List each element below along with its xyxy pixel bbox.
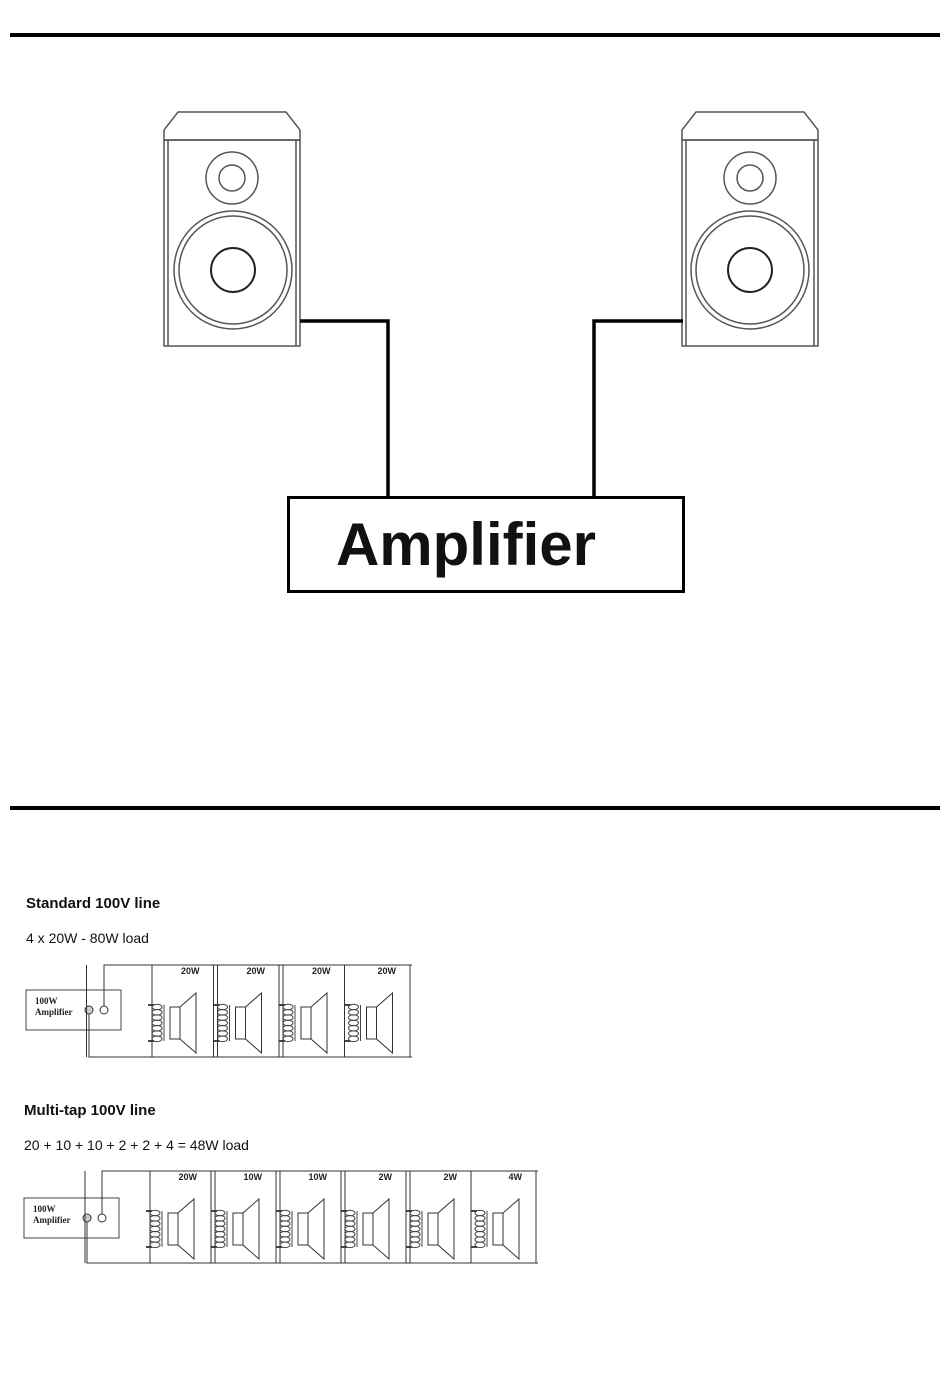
- multitap-tap-label: 10W: [243, 1172, 262, 1182]
- standard-amp-label-1: 100W: [35, 996, 58, 1006]
- multitap-tap-label: 2W: [444, 1172, 458, 1182]
- standard-tap-label: 20W: [181, 966, 200, 976]
- multitap-speaker-3-icon: [215, 1171, 324, 1263]
- multitap-speaker-4-icon: [280, 1171, 389, 1263]
- multitap-tap-label: 20W: [178, 1172, 197, 1182]
- standard-tap-label: 20W: [312, 966, 331, 976]
- standard-tap-label: 20W: [377, 966, 396, 976]
- multitap-tap-label: 10W: [308, 1172, 327, 1182]
- multitap-speaker-2-icon: [150, 1171, 259, 1263]
- standard-speaker-2-icon: [152, 965, 262, 1057]
- standard-tap-label: 20W: [246, 966, 265, 976]
- multitap-amp-label-1: 100W: [33, 1204, 56, 1214]
- multitap-speaker-5-icon: [345, 1171, 454, 1263]
- standard-amp-label-2: Amplifier: [35, 1007, 73, 1017]
- multitap-speaker-6-icon: [410, 1171, 519, 1263]
- standard-speaker-3-icon: [218, 965, 328, 1057]
- multitap-tap-label: 4W: [509, 1172, 523, 1182]
- multitap-tap-label: 2W: [379, 1172, 393, 1182]
- multitap-amp-label-2: Amplifier: [33, 1215, 71, 1225]
- standard-speaker-4-icon: [283, 965, 393, 1057]
